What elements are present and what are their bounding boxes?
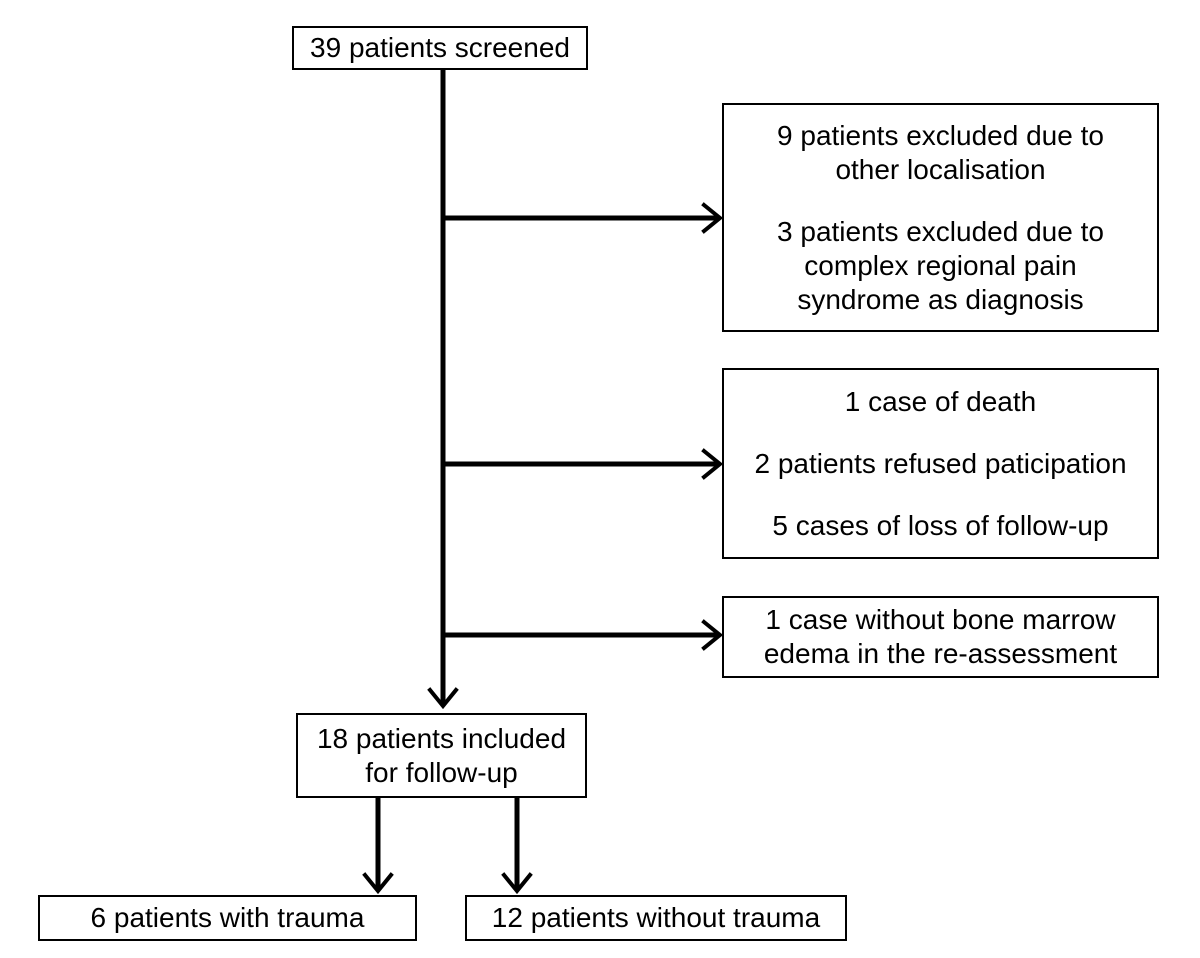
branch-arrow-3-head — [701, 619, 724, 651]
exclusion-2-line-2: 2 patients refused paticipation — [754, 447, 1127, 479]
exclusion-1-line-2: other localisation — [835, 153, 1046, 185]
exclusion-3-line-2: edema in the re-assessment — [763, 638, 1118, 669]
with-trauma-box: 6 patients with trauma — [38, 895, 417, 941]
included-line-2: for follow-up — [365, 756, 518, 788]
exclusion-1-line-1: 9 patients excluded due to — [777, 119, 1104, 151]
exclusion-2-line-3: 5 cases of loss of follow-up — [772, 509, 1109, 541]
exclusion-box-3: 1 case without bone marrow edema in the … — [722, 596, 1159, 678]
without-trauma-box: 12 patients without trauma — [465, 895, 847, 941]
exclusion-2-line-1: 1 case of death — [844, 385, 1037, 417]
with-trauma-label: 6 patients with trauma — [90, 902, 365, 933]
exclusion-box-1: 9 patients excluded due to other localis… — [722, 103, 1159, 332]
exclusion-1-line-4: complex regional pain — [804, 249, 1077, 281]
exclusion-box-2: 1 case of death 2 patients refused patic… — [722, 368, 1159, 559]
included-box: 18 patients included for follow-up — [296, 713, 587, 798]
trunk-arrowhead — [427, 687, 459, 710]
exclusion-1-line-3: 3 patients excluded due to — [777, 215, 1104, 247]
exclusion-1-line-5: syndrome as diagnosis — [797, 283, 1084, 315]
branch-arrow-2-head — [701, 448, 724, 480]
screened-label: 39 patients screened — [310, 32, 570, 63]
included-line-1: 18 patients included — [316, 722, 567, 754]
exclusion-3-line-1: 1 case without bone marrow — [765, 604, 1116, 635]
without-trauma-label: 12 patients without trauma — [491, 902, 821, 933]
split-arrow-right-head — [501, 872, 533, 895]
screened-box: 39 patients screened — [292, 26, 588, 70]
split-arrow-left-head — [362, 872, 394, 895]
branch-arrow-1-head — [701, 202, 724, 234]
